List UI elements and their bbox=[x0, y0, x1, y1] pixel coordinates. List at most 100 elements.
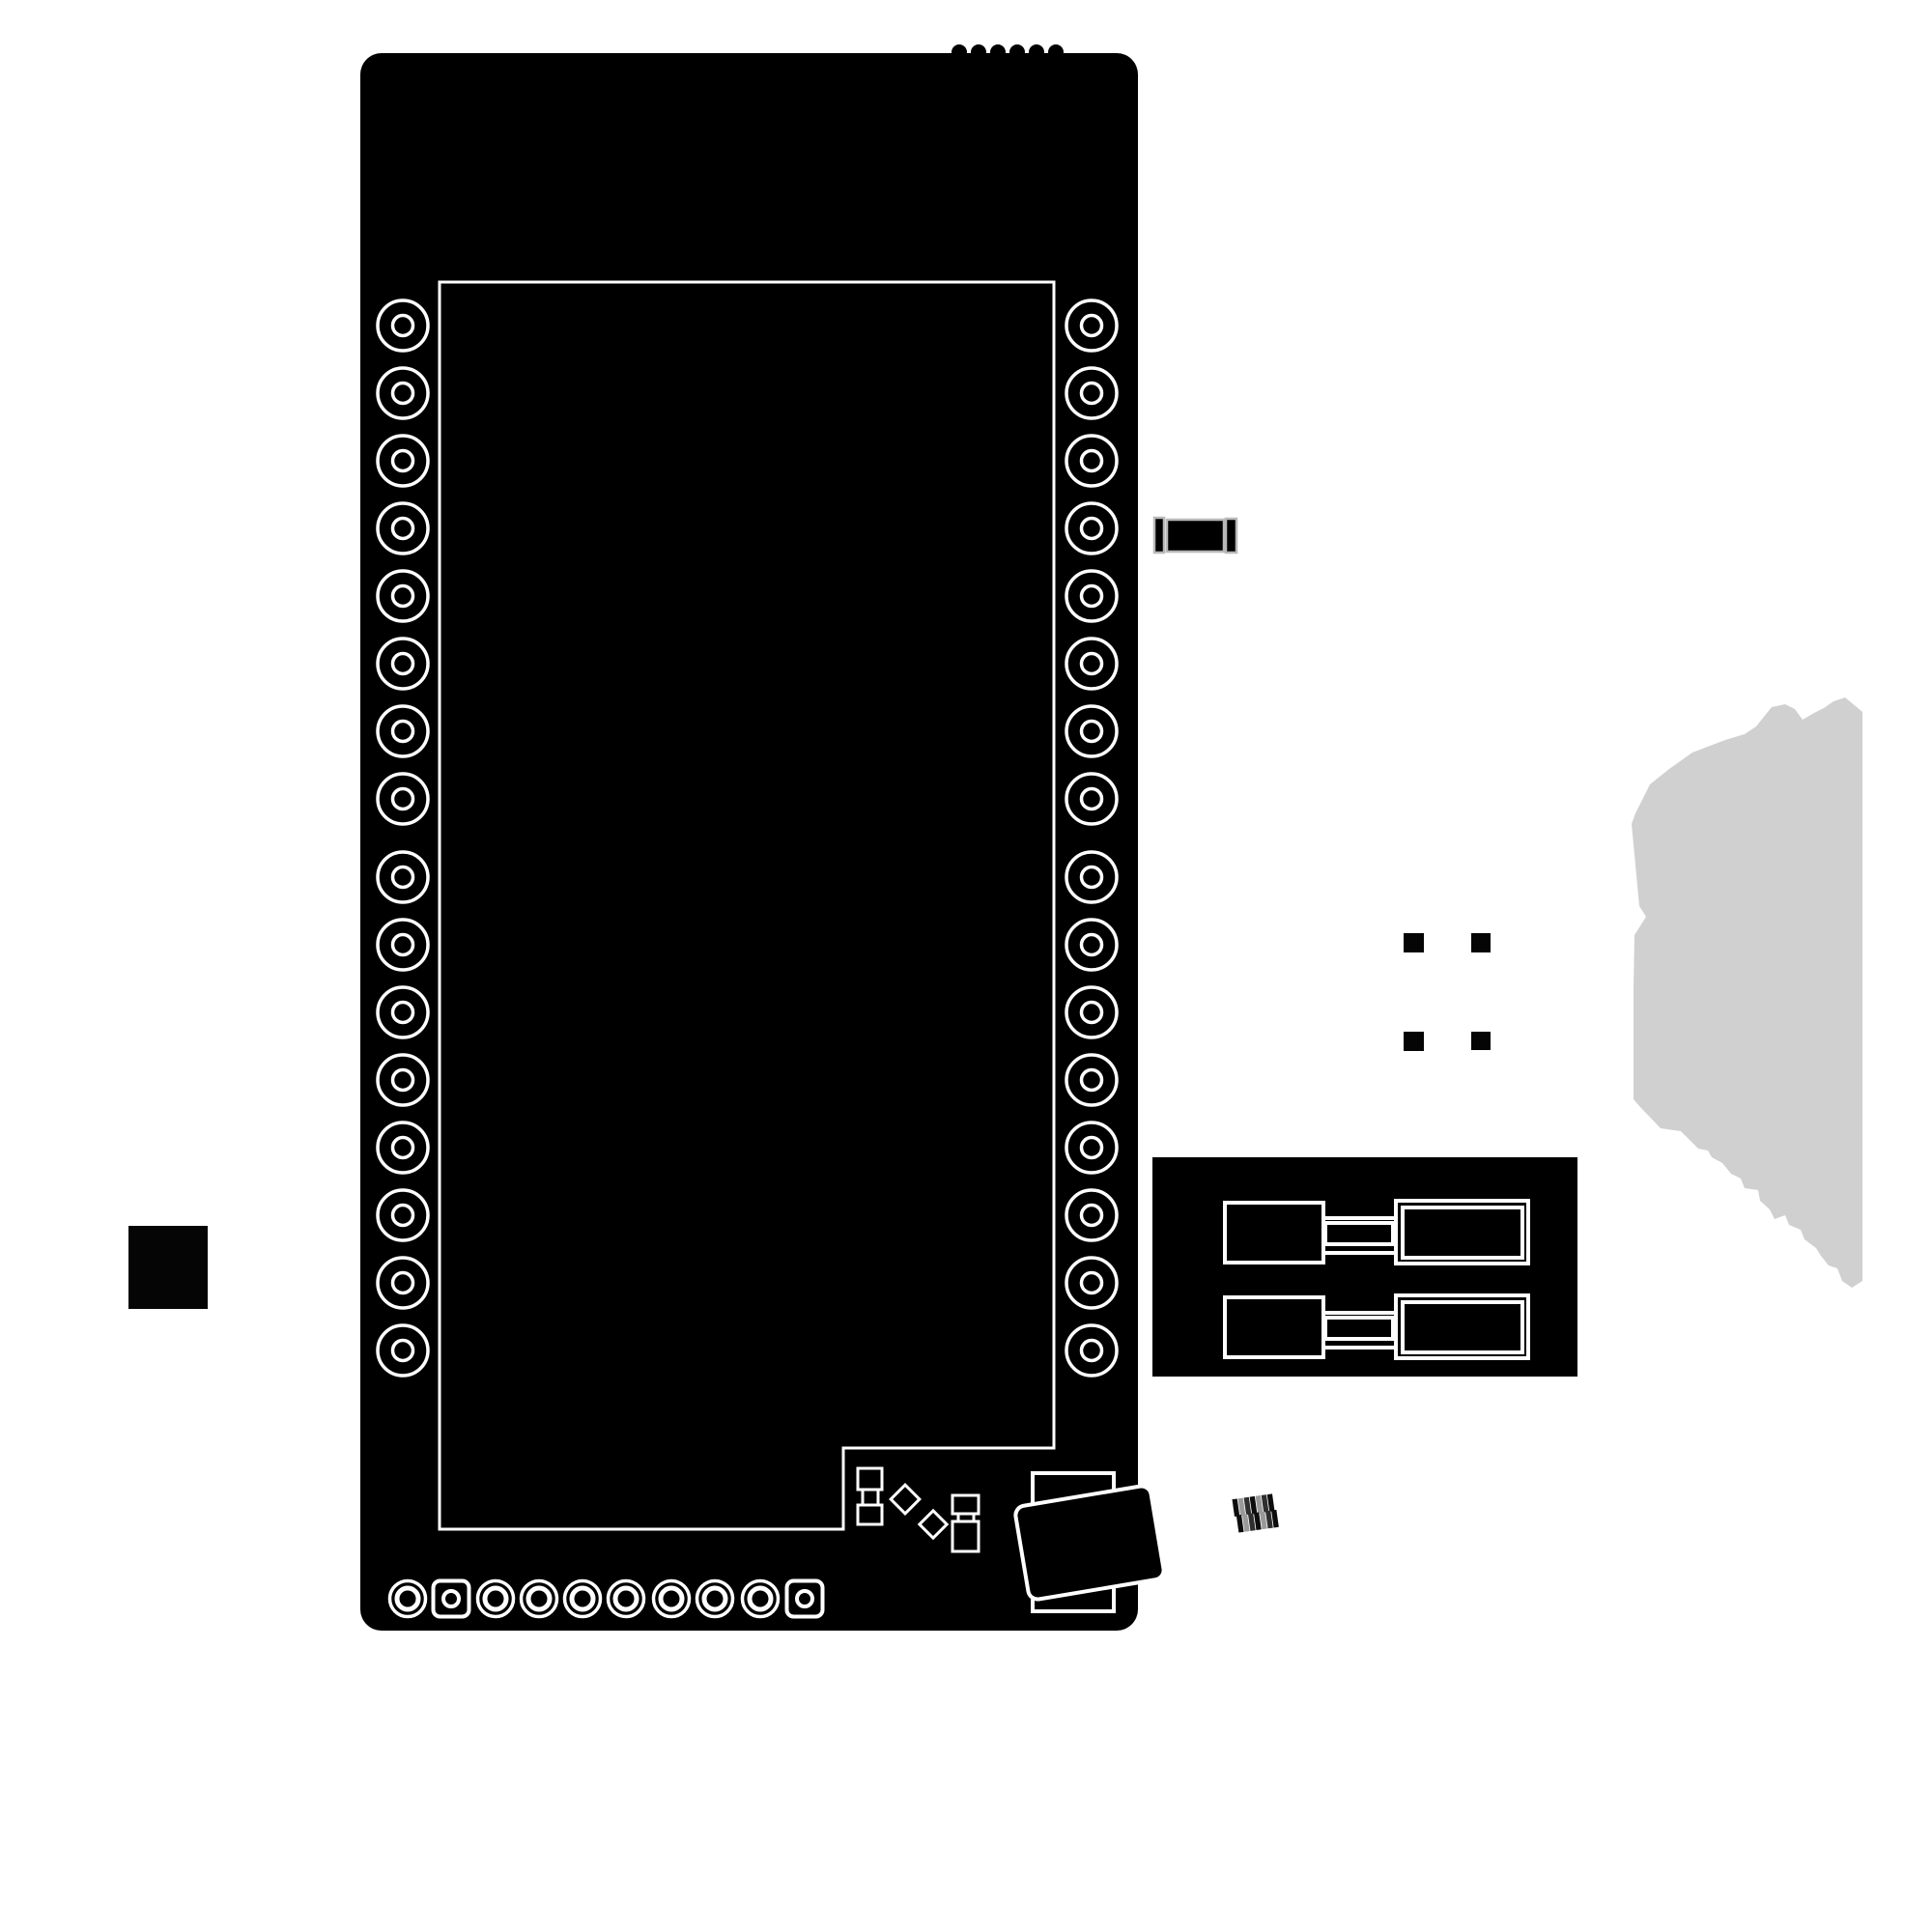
bottom-pad-square bbox=[784, 1578, 825, 1619]
pin-header-bar bbox=[1236, 1514, 1244, 1533]
pin-header-bar bbox=[1271, 1509, 1279, 1528]
pin-header-bar bbox=[1243, 1496, 1252, 1516]
left-pad-ring bbox=[376, 434, 430, 488]
right-pad-ring bbox=[1065, 298, 1119, 353]
right-pad-ring bbox=[1065, 1053, 1119, 1107]
pad-inner-hole bbox=[390, 1135, 415, 1160]
pad-inner-hole bbox=[1079, 381, 1104, 406]
pin-header-bar bbox=[1249, 1495, 1258, 1515]
left-pad-ring bbox=[376, 637, 430, 691]
smd-capacitor-pad bbox=[951, 1493, 980, 1516]
right-pad-ring bbox=[1065, 434, 1119, 488]
smd-capacitor-pad bbox=[861, 1488, 880, 1507]
pin-header-bar bbox=[1265, 1510, 1273, 1529]
gray-blob-shape bbox=[1632, 697, 1862, 1288]
jumper-panel bbox=[1152, 1157, 1577, 1377]
bottom-pad-round bbox=[387, 1578, 428, 1619]
left-pad-ring bbox=[376, 1121, 430, 1175]
pad-inner-hole bbox=[1079, 786, 1104, 811]
pad-inner-hole bbox=[1079, 865, 1104, 890]
right-pad-ring bbox=[1065, 1256, 1119, 1310]
pad-inner-hole bbox=[1079, 1203, 1104, 1228]
pad-inner-hole bbox=[1079, 448, 1104, 473]
smd-capacitor-pad bbox=[856, 1503, 884, 1526]
left-pad-ring bbox=[376, 1188, 430, 1242]
bottom-pad-round bbox=[695, 1578, 735, 1619]
bottom-pad-hole bbox=[441, 1589, 461, 1608]
left-pad-ring bbox=[376, 366, 430, 420]
pad-inner-hole bbox=[390, 1067, 415, 1093]
jumper-bridge-center bbox=[1323, 1316, 1395, 1341]
jumper-right-pad bbox=[1394, 1199, 1530, 1265]
pad-inner-hole bbox=[1079, 1067, 1104, 1093]
right-pad-ring bbox=[1065, 569, 1119, 623]
pin-header-bar bbox=[1260, 1511, 1267, 1530]
left-pad-ring bbox=[376, 704, 430, 758]
pad-inner-hole bbox=[390, 1338, 415, 1363]
pad-inner-hole bbox=[390, 651, 415, 676]
pad-inner-hole bbox=[1079, 1135, 1104, 1160]
pin-header-bar bbox=[1241, 1514, 1250, 1532]
bottom-pad-round bbox=[651, 1578, 692, 1619]
alignment-square bbox=[1471, 933, 1491, 952]
left-pad-ring bbox=[376, 1256, 430, 1310]
right-pad-ring bbox=[1065, 1323, 1119, 1378]
pin-header-bar bbox=[1247, 1513, 1256, 1531]
pin-header-bar bbox=[1255, 1495, 1264, 1514]
left-pad-ring bbox=[376, 1053, 430, 1107]
jumper-bridge-center bbox=[1323, 1221, 1395, 1246]
smd-capacitor-pad bbox=[856, 1466, 884, 1492]
right-pad-ring bbox=[1065, 704, 1119, 758]
pad-inner-hole bbox=[390, 583, 415, 609]
smd-capacitor-pad bbox=[951, 1520, 980, 1553]
pad-inner-hole bbox=[390, 313, 415, 338]
pad-inner-hole bbox=[1079, 1000, 1104, 1025]
bottom-pad-round bbox=[562, 1578, 603, 1619]
solder-jumper bbox=[1223, 1199, 1530, 1265]
pad-inner-hole bbox=[1079, 932, 1104, 957]
smd-resistor-body bbox=[1165, 518, 1226, 554]
jumper-right-pad-inner bbox=[1401, 1206, 1524, 1260]
bottom-pad-hole bbox=[612, 1585, 639, 1612]
pad-inner-hole bbox=[390, 719, 415, 744]
left-pad-ring bbox=[376, 918, 430, 972]
pad-inner-hole bbox=[390, 865, 415, 890]
pin-header-bar bbox=[1266, 1493, 1275, 1512]
pin-header-bar bbox=[1237, 1497, 1246, 1517]
left-pad-ring bbox=[376, 985, 430, 1039]
solder-jumper bbox=[1223, 1293, 1530, 1360]
right-pad-ring bbox=[1065, 772, 1119, 826]
pin-header-strip bbox=[1232, 1493, 1279, 1533]
left-pad-ring bbox=[376, 850, 430, 904]
shield-outline bbox=[438, 280, 1056, 1531]
right-pad-ring bbox=[1065, 1188, 1119, 1242]
alignment-square bbox=[1471, 1032, 1491, 1050]
pcb-board bbox=[360, 53, 1138, 1631]
right-pad-ring bbox=[1065, 637, 1119, 691]
pad-inner-hole bbox=[1079, 313, 1104, 338]
smd-resistor-cap bbox=[1224, 517, 1238, 554]
pad-inner-hole bbox=[1079, 651, 1104, 676]
right-pad-ring bbox=[1065, 918, 1119, 972]
smd-resistor-cap bbox=[1152, 516, 1166, 554]
pad-inner-hole bbox=[1079, 583, 1104, 609]
bottom-pad-hole bbox=[701, 1585, 728, 1612]
diamond-pad bbox=[889, 1483, 922, 1516]
pad-inner-hole bbox=[390, 786, 415, 811]
bottom-pad-round bbox=[475, 1578, 516, 1619]
pad-inner-hole bbox=[1079, 516, 1104, 541]
bottom-pad-square bbox=[431, 1578, 471, 1619]
pin-header-bar bbox=[1232, 1498, 1240, 1517]
pin-header-bar bbox=[1261, 1494, 1269, 1513]
bottom-pad-hole bbox=[658, 1585, 685, 1612]
pad-inner-hole bbox=[390, 1270, 415, 1295]
bottom-pad-hole bbox=[747, 1585, 774, 1612]
alignment-square bbox=[1404, 1032, 1424, 1051]
pad-inner-hole bbox=[390, 381, 415, 406]
alignment-square bbox=[1404, 933, 1424, 952]
right-pad-ring bbox=[1065, 501, 1119, 555]
bottom-pad-round bbox=[740, 1578, 781, 1619]
pad-inner-hole bbox=[390, 932, 415, 957]
